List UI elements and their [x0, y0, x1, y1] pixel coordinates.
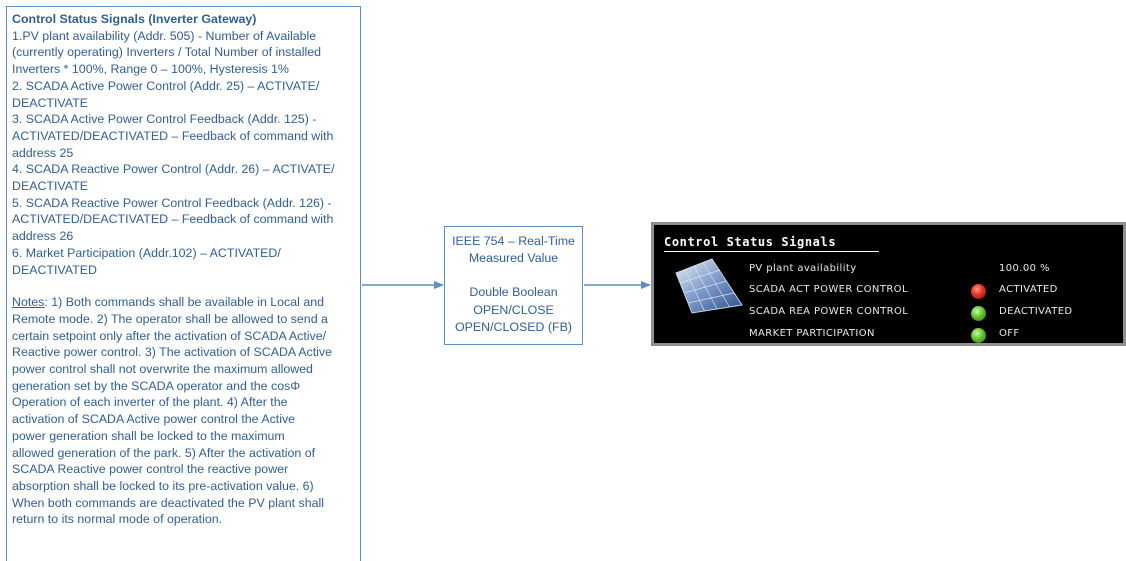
notes-line: generation set by the SCADA operator and… [12, 378, 301, 393]
status-label: MARKET PARTICIPATION [749, 328, 875, 339]
status-row-rea-power-control: SCADA REA POWER CONTROL DEACTIVATED [749, 306, 1119, 322]
spec-line: address 25 [12, 145, 74, 160]
spec-line: DEACTIVATE [12, 179, 88, 194]
spec-line: address 26 [12, 229, 74, 244]
spec-line: 5. SCADA Reactive Power Control Feedback… [12, 195, 332, 210]
spec-line: ACTIVATED/DEACTIVATED – Feedback of comm… [12, 212, 334, 227]
notes-line: return to its normal mode of operation. [12, 512, 223, 527]
notes-first-line: Notes: 1) Both commands shall be availab… [12, 294, 355, 311]
notes-line: power control shall not overwrite the ma… [12, 362, 313, 377]
status-label: SCADA ACT POWER CONTROL [749, 284, 908, 295]
measure-line: IEEE 754 – Real-Time [452, 234, 575, 248]
signal-description-box: Control Status Signals (Inverter Gateway… [6, 6, 361, 561]
status-row-act-power-control: SCADA ACT POWER CONTROL ACTIVATED [749, 284, 1119, 300]
spec-line: ACTIVATED/DEACTIVATED – Feedback of comm… [12, 128, 334, 143]
notes-line: certain setpoint only after the activati… [12, 328, 327, 343]
notes-line: Remote mode. 2) The operator shall be al… [12, 311, 328, 326]
spec-line: 1.PV plant availability (Addr. 505) - Nu… [12, 28, 317, 43]
notes-line: activation of SCADA Active power control… [12, 412, 296, 427]
notes-line: When both commands are deactivated the P… [12, 495, 325, 510]
measure-line: OPEN/CLOSE [473, 302, 554, 317]
spec-title: Control Status Signals (Inverter Gateway… [12, 12, 257, 26]
status-label: SCADA REA POWER CONTROL [749, 306, 909, 317]
spec-line: 2. SCADA Active Power Control (Addr. 25)… [12, 78, 320, 93]
notes-line: Reactive power control. 3) The activatio… [12, 345, 333, 360]
notes-line: Operation of each inverter of the plant.… [12, 395, 288, 410]
notes-label: Notes [12, 295, 45, 310]
status-value: ACTIVATED [999, 284, 1058, 295]
status-value: OFF [999, 328, 1020, 339]
status-label: PV plant availability [749, 263, 857, 274]
spec-line: 6. Market Participation (Addr.102) – ACT… [12, 245, 281, 260]
spec-line: 4. SCADA Reactive Power Control (Addr. 2… [12, 162, 335, 177]
notes-first-text: : 1) Both commands shall be available in… [44, 295, 325, 310]
measurement-type-box: IEEE 754 – Real-Time Measured Value Doub… [444, 226, 583, 345]
notes-line: SCADA Reactive power control the reactiv… [12, 462, 289, 477]
status-value: DEACTIVATED [999, 306, 1073, 317]
measure-line: Measured Value [468, 251, 559, 266]
spec-line: DEACTIVATE [12, 95, 88, 110]
green-status-led-icon [971, 328, 986, 343]
control-status-panel: Control Status Signals PV plant availabi… [651, 222, 1126, 346]
status-value: 100.00 % [999, 263, 1050, 274]
spec-line: (currently operating) Inverters / Total … [12, 45, 321, 60]
notes-line: absorption shall be locked to its pre-ac… [12, 478, 314, 493]
green-status-led-icon [971, 306, 986, 321]
spec-line: Inverters * 100%, Range 0 – 100%, Hyster… [12, 62, 289, 77]
spec-line: 3. SCADA Active Power Control Feedback (… [12, 112, 317, 127]
solar-panel-icon [675, 258, 743, 314]
panel-title: Control Status Signals [664, 235, 879, 252]
notes-line: power generation shall be locked to the … [12, 428, 285, 443]
spec-line: DEACTIVATED [12, 262, 97, 277]
red-status-led-icon [971, 284, 986, 299]
measure-line: OPEN/CLOSED (FB) [454, 319, 573, 334]
measure-line: Double Boolean [469, 285, 558, 300]
notes-line: allowed generation of the park. 5) After… [12, 445, 316, 460]
status-row-market-participation: MARKET PARTICIPATION OFF [749, 328, 1119, 344]
status-row-pv-availability: PV plant availability 100.00 % [749, 263, 1119, 279]
